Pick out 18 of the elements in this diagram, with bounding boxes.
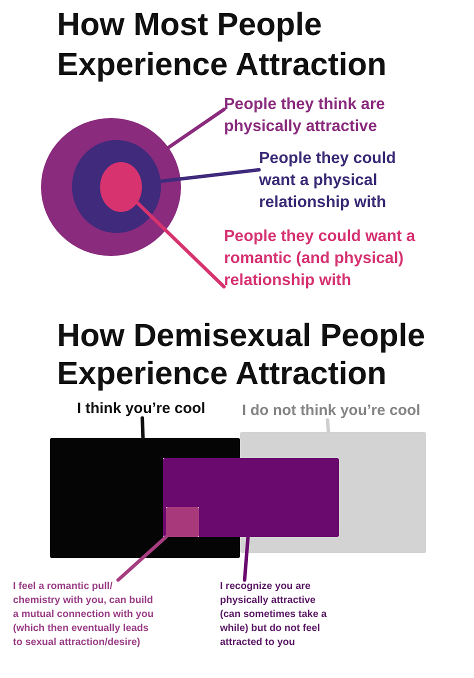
callout-text: People they could want a physical relationship with — [259, 148, 411, 214]
section-heading: How Demisexual People Experience Attraction — [57, 316, 426, 392]
callout-text: I recognize you are physically attractive (can sometimes take a while) but do not feel attracted to you — [220, 580, 332, 650]
section-heading: How Most People Experience Attraction — [57, 5, 388, 84]
leader-line — [140, 416, 145, 440]
leader-line — [242, 535, 250, 582]
leader-line — [158, 168, 261, 184]
overlap-square — [166, 507, 199, 537]
callout-text: I do not think you’re cool — [242, 401, 432, 420]
callout-text: I feel a romantic pull/ chemistry with you, can build a mutual connection with you (which then eventually leads to sexual attraction/desire) — [13, 580, 159, 650]
callout-text: I think you’re cool — [77, 399, 219, 418]
callout-text: People they think are physically attractive — [224, 94, 404, 138]
leader-line — [136, 201, 226, 288]
inner-oval — [100, 162, 142, 212]
leader-line — [166, 108, 226, 150]
leader-line — [326, 418, 330, 434]
callout-text: People they could want a romantic (and physical) relationship with — [224, 226, 434, 292]
leader-line — [116, 535, 168, 582]
